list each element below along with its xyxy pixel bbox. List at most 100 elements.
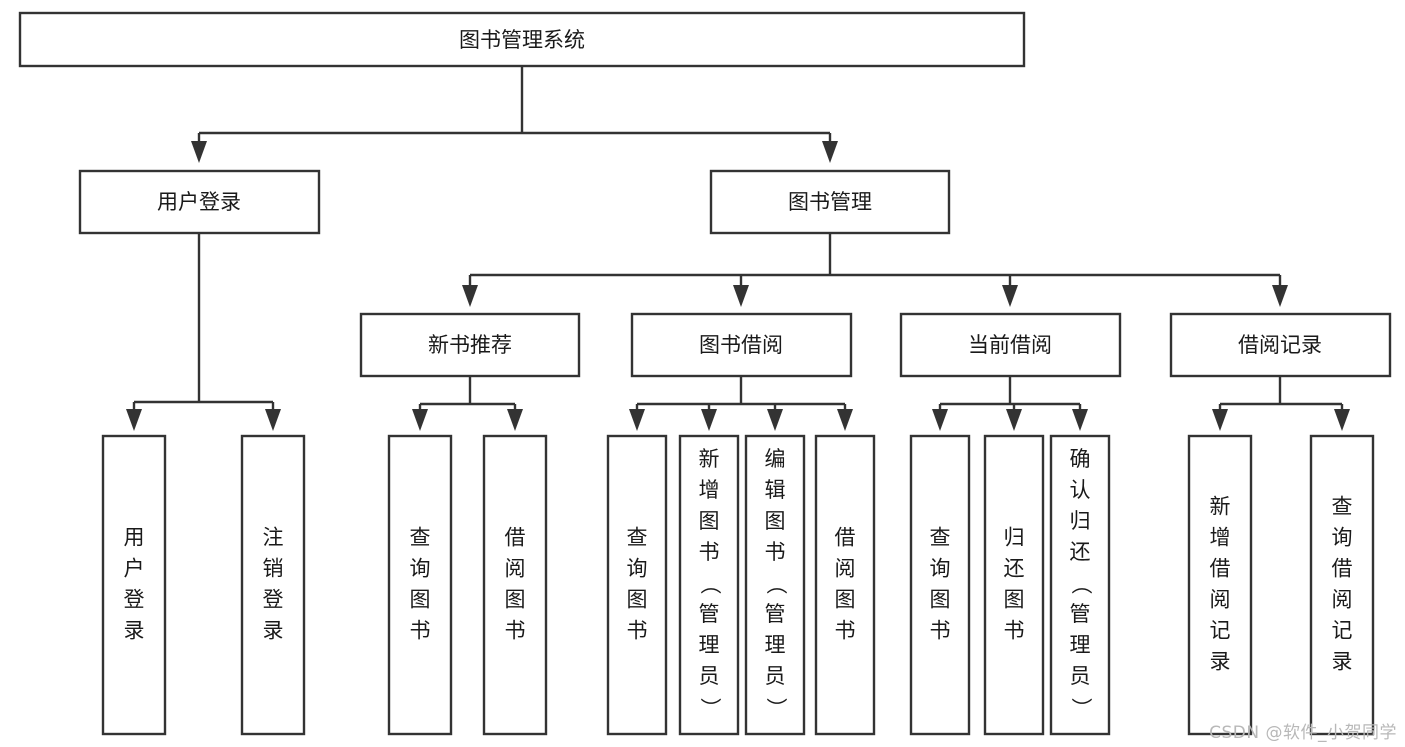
node-user-login[interactable]: 用户登录	[78, 169, 321, 235]
node-box-leaf-add-record[interactable]	[1187, 434, 1253, 736]
node-label-char: 询	[930, 557, 951, 581]
node-label-char: 辑	[765, 478, 786, 502]
node-label-char: 归	[1070, 509, 1091, 533]
node-label-leaf-user-login: 用户登录	[124, 526, 145, 643]
node-label-book-borrow: 图书借阅	[699, 333, 783, 357]
node-label-char: 查	[410, 526, 431, 550]
node-box-leaf-logout[interactable]	[240, 434, 306, 736]
node-label-char: ）	[1069, 698, 1093, 719]
node-label-char: 录	[1210, 650, 1231, 674]
node-label-char: 新	[1210, 495, 1231, 519]
node-label-char: 阅	[835, 557, 856, 581]
arrow-head-leaf-11	[1072, 409, 1088, 431]
node-box-user-login[interactable]	[78, 169, 321, 235]
node-new-book-recommend[interactable]: 新书推荐	[359, 312, 581, 378]
node-label-char: 借	[835, 526, 856, 550]
node-box-leaf-add-book[interactable]	[678, 434, 740, 736]
node-box-leaf-borrow-book-a[interactable]	[482, 434, 548, 736]
node-label-char: 借	[1332, 557, 1353, 581]
node-box-leaf-borrow-book-b[interactable]	[814, 434, 876, 736]
edge-userlogin-to-leaves	[126, 233, 281, 431]
node-label-char: 书	[699, 540, 720, 564]
node-box-book-borrow[interactable]	[630, 312, 853, 378]
node-label-char: （	[764, 574, 788, 595]
node-box-new-book-recommend[interactable]	[359, 312, 581, 378]
node-label-char: 还	[1004, 557, 1025, 581]
node-label-char: 管	[699, 602, 720, 626]
node-box-leaf-confirm-return[interactable]	[1049, 434, 1111, 736]
node-label-char: 书	[930, 619, 951, 643]
node-borrow-record[interactable]: 借阅记录	[1169, 312, 1392, 378]
node-label-char: 图	[835, 588, 856, 612]
node-label-char: 书	[410, 619, 431, 643]
node-label-char: （	[698, 574, 722, 595]
arrow-head-record	[1272, 285, 1288, 307]
node-box-leaf-query-book-a[interactable]	[387, 434, 453, 736]
arrow-head-leaf-9	[932, 409, 948, 431]
node-box-current-borrow[interactable]	[899, 312, 1122, 378]
arrow-head-borrow	[733, 285, 749, 307]
node-label-char: 图	[765, 509, 786, 533]
node-box-borrow-record[interactable]	[1169, 312, 1392, 378]
node-label-char: （	[1069, 574, 1093, 595]
node-label-char: 编	[765, 447, 786, 471]
node-label-char: 登	[263, 588, 284, 612]
node-label-char: 阅	[505, 557, 526, 581]
node-label-char: 户	[124, 557, 145, 581]
arrow-head-leaf-3	[412, 409, 428, 431]
edge-current-to-leaves	[932, 376, 1088, 431]
arrow-head-leaf-4	[507, 409, 523, 431]
node-root-system[interactable]: 图书管理系统	[18, 11, 1026, 68]
node-label-char: 图	[627, 588, 648, 612]
node-label-root: 图书管理系统	[459, 28, 585, 52]
node-label-borrow-record: 借阅记录	[1238, 333, 1322, 357]
node-box-leaf-return-book[interactable]	[983, 434, 1045, 736]
node-box-root[interactable]	[18, 11, 1026, 68]
node-label-char: 增	[1210, 526, 1231, 550]
node-label-char: 用	[124, 526, 145, 550]
node-label-user-login: 用户登录	[157, 190, 241, 214]
node-book-management[interactable]: 图书管理	[709, 169, 951, 235]
node-box-leaf-query-book-c[interactable]	[909, 434, 971, 736]
node-label-char: 查	[627, 526, 648, 550]
node-label-char: 书	[765, 540, 786, 564]
node-book-borrow[interactable]: 图书借阅	[630, 312, 853, 378]
node-leaf-user-login[interactable]: 用户登录	[101, 434, 167, 736]
arrow-head-book-mgmt	[822, 141, 838, 163]
node-label-char: 记	[1210, 619, 1231, 643]
node-label-char: ）	[698, 698, 722, 719]
node-label-new-book-recommend: 新书推荐	[428, 333, 512, 357]
node-label-char: 书	[627, 619, 648, 643]
edge-root-to-level2	[191, 66, 838, 163]
node-label-char: 登	[124, 588, 145, 612]
node-box-leaf-query-book-b[interactable]	[606, 434, 668, 736]
node-box-book-management[interactable]	[709, 169, 951, 235]
node-box-leaf-user-login[interactable]	[101, 434, 167, 736]
node-label-char: 图	[1004, 588, 1025, 612]
node-box-leaf-edit-book[interactable]	[744, 434, 806, 736]
node-current-borrow[interactable]: 当前借阅	[899, 312, 1122, 378]
node-label-char: 图	[699, 509, 720, 533]
node-label-char: 员	[1070, 664, 1091, 688]
node-label-char: 增	[699, 478, 720, 502]
node-label-char: 录	[263, 619, 284, 643]
node-box-leaf-query-record[interactable]	[1309, 434, 1375, 736]
connector-layer	[126, 66, 1350, 431]
